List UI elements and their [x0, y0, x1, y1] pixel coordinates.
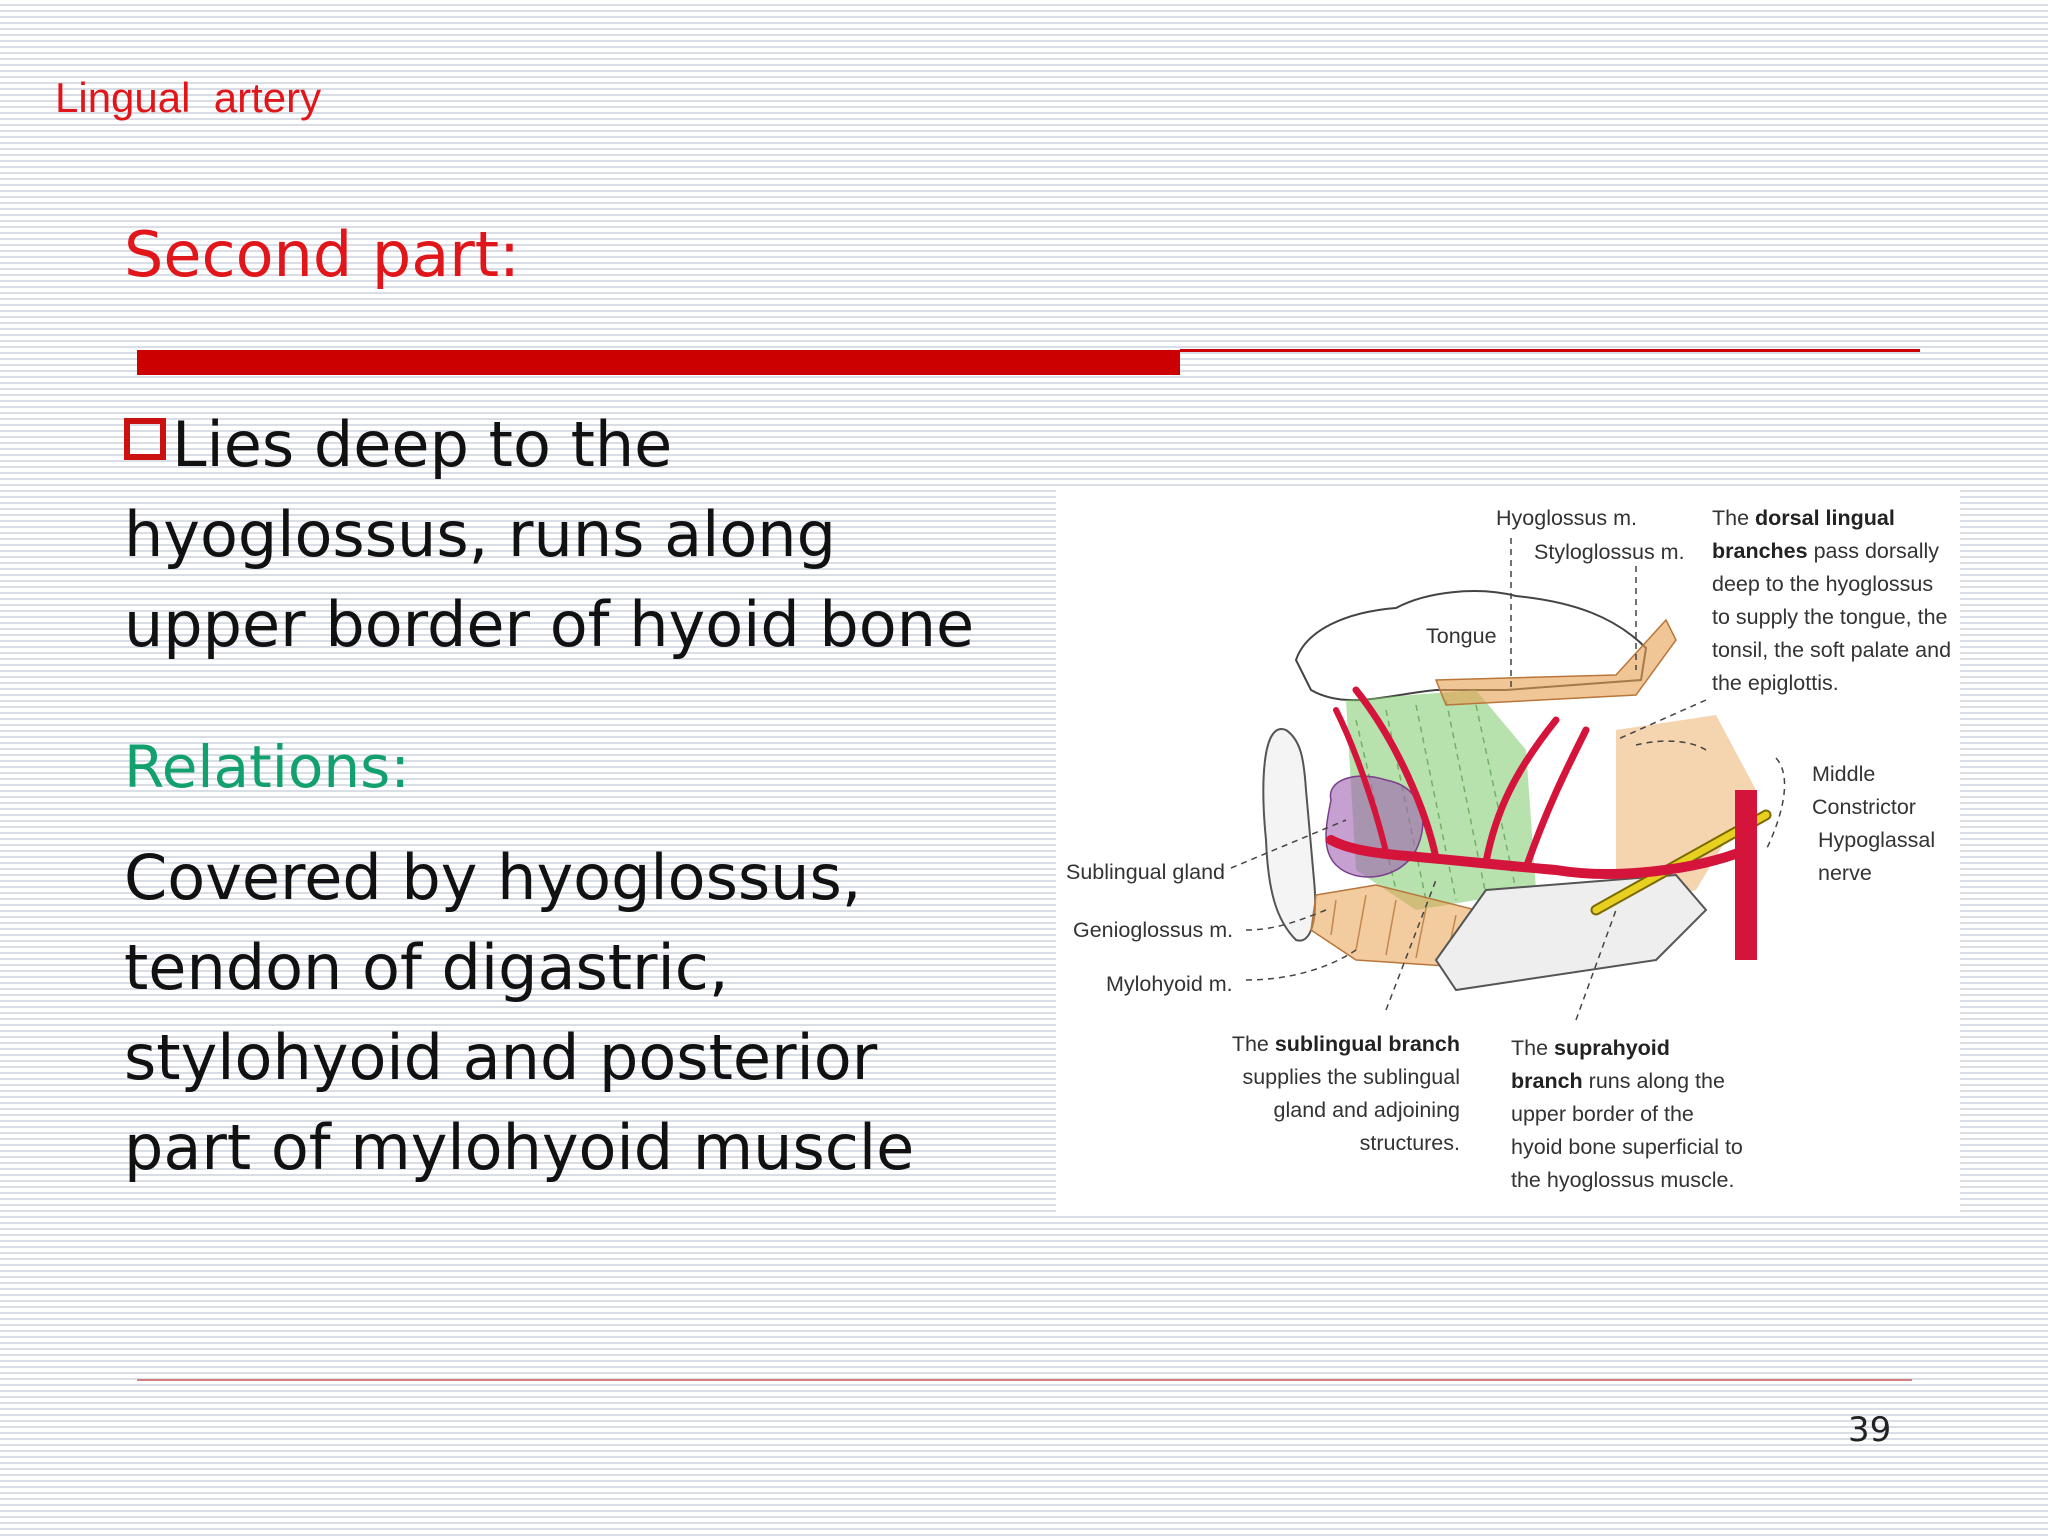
tongue-outline — [1294, 590, 1648, 702]
label-hyoglossus: Hyoglossus m. — [1496, 506, 1637, 530]
label-hypoglossal-line2: nerve — [1818, 861, 1872, 885]
dorsal-lingual-branch-1 — [1482, 716, 1560, 866]
anatomy-illustration — [1230, 538, 1786, 1021]
sublingual-branch-note: The sublingual branch supplies the subli… — [1231, 1032, 1460, 1155]
title-rule-thick — [137, 350, 1180, 375]
genioglossus-outline — [1262, 728, 1317, 942]
section-title: Second part: — [124, 218, 520, 291]
suprahyoid-branch-note: The suprahyoid branch runs along the upp… — [1511, 1036, 1743, 1192]
label-middle-constrictor-line1: Middle — [1812, 762, 1876, 786]
title-rule-thin — [1180, 349, 1920, 352]
label-hypoglossal-line1: Hypoglassal — [1818, 828, 1936, 852]
tongue-branch — [1333, 707, 1389, 855]
relations-heading: Relations: — [124, 733, 410, 801]
hyoid-bone — [1434, 873, 1708, 992]
styloglossus-muscle — [1434, 618, 1677, 706]
header-title: Lingual artery — [55, 74, 322, 121]
bullet-paragraph: Lies deep to the hyoglossus, runs along … — [124, 400, 1004, 670]
label-styloglossus: Styloglossus m. — [1534, 540, 1685, 564]
page-number: 39 — [1848, 1410, 1892, 1450]
label-mylohyoid: Mylohyoid m. — [1106, 972, 1233, 996]
footer-rule — [137, 1379, 1912, 1381]
label-genioglossus: Genioglossus m. — [1073, 918, 1234, 942]
lingual-artery — [1326, 835, 1751, 879]
label-middle-constrictor-line2: Constrictor — [1812, 795, 1916, 819]
relations-text: Covered by hyoglossus, tendon of digastr… — [124, 841, 915, 1184]
sublingual-branch — [1352, 686, 1440, 862]
dorsal-lingual-branch-2 — [1522, 726, 1590, 872]
label-tongue: Tongue — [1426, 624, 1497, 648]
middle-constrictor — [1616, 715, 1756, 910]
square-bullet-icon — [124, 418, 166, 460]
sublingual-gland — [1325, 775, 1424, 878]
dorsal-branches-note: The dorsal lingual branches pass dorsall… — [1712, 506, 1952, 695]
bullet-text: Lies deep to the hyoglossus, runs along … — [124, 408, 975, 661]
lingual-artery-figure: Hyoglossus m. Styloglossus m. Tongue Sub… — [1056, 490, 1960, 1214]
label-sublingual-gland: Sublingual gland — [1066, 860, 1225, 884]
